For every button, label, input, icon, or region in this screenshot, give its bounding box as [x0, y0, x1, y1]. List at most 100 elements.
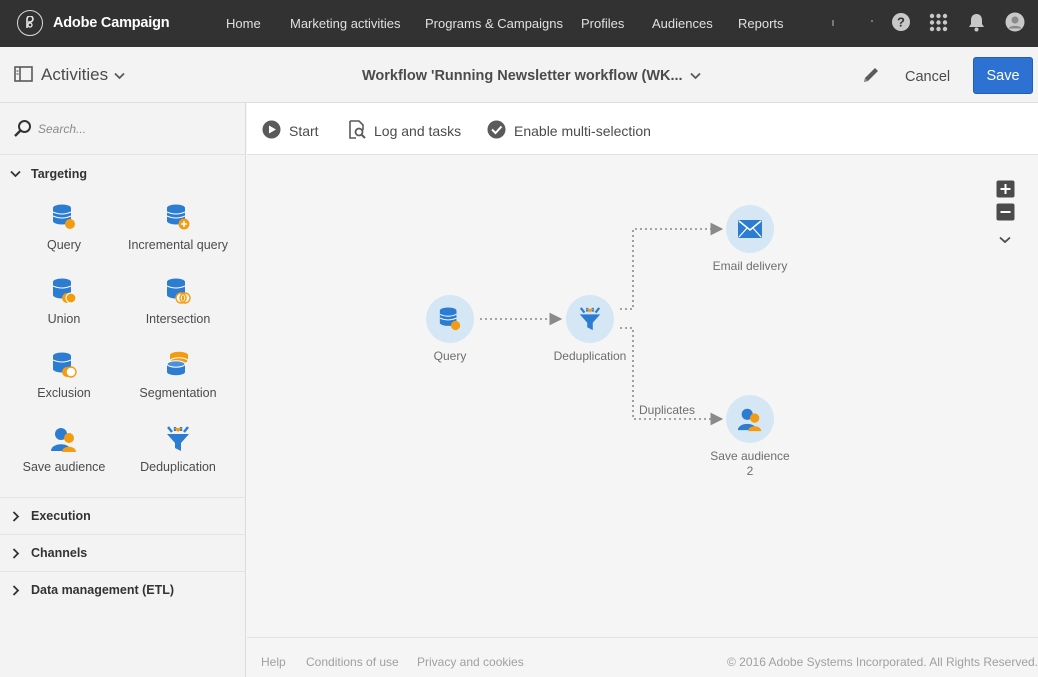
activity-query[interactable]: Query: [7, 201, 121, 252]
check-circle-icon: [487, 120, 506, 142]
footer: Help Conditions of use Privacy and cooki…: [247, 637, 1038, 677]
activity-label: Deduplication: [140, 460, 216, 474]
user-avatar-icon[interactable]: [1005, 12, 1025, 35]
chevron-right-icon: [0, 547, 31, 559]
cancel-button[interactable]: Cancel: [905, 69, 951, 85]
activity-intersection[interactable]: Intersection: [121, 275, 235, 326]
activity-union[interactable]: Union: [7, 275, 121, 326]
section-title: Data management (ETL): [31, 583, 175, 597]
intersection-icon: [121, 275, 235, 305]
activity-exclusion[interactable]: Exclusion: [7, 349, 121, 400]
union-icon: [7, 275, 121, 305]
footer-privacy-link[interactable]: Privacy and cookies: [417, 655, 524, 669]
nav-audiences[interactable]: Audiences: [652, 16, 713, 31]
activity-label: Exclusion: [37, 386, 91, 400]
zoom-out-icon[interactable]: [996, 203, 1015, 224]
activity-label: Intersection: [145, 312, 211, 326]
activities-sidebar: Search... Targeting Query Incremental qu…: [0, 103, 246, 677]
workflow-canvas[interactable]: Duplicates Query Deduplication Email del…: [247, 155, 1038, 637]
node-label-line: 2: [746, 464, 754, 478]
edge-label-duplicates: Duplicates: [639, 403, 696, 417]
activities-label: Activities: [41, 65, 109, 84]
deduplication-icon: [121, 423, 235, 453]
edge-dedup-to-email: [620, 222, 724, 310]
footer-help-link[interactable]: Help: [261, 655, 286, 669]
log-and-tasks-button[interactable]: Log and tasks: [348, 120, 461, 142]
multi-selection-label: Enable multi-selection: [514, 123, 651, 139]
workflow-header: Activities Workflow 'Running Newsletter …: [0, 47, 1038, 103]
node-save-audience[interactable]: Save audience 2: [690, 395, 810, 479]
segmentation-icon: [121, 349, 235, 379]
nav-separator-dot: [871, 20, 873, 22]
chevron-down-icon: [0, 170, 31, 178]
play-icon: [262, 120, 281, 142]
activity-label: Segmentation: [139, 386, 217, 400]
help-icon[interactable]: ?: [891, 12, 911, 35]
activity-label: Query: [46, 238, 82, 252]
multi-selection-button[interactable]: Enable multi-selection: [487, 120, 651, 142]
activity-incremental-query[interactable]: Incremental query: [121, 201, 235, 252]
exclusion-icon: [7, 349, 121, 379]
nav-programs-campaigns[interactable]: Programs & Campaigns: [425, 16, 563, 31]
footer-conditions-link[interactable]: Conditions of use: [306, 655, 399, 669]
section-execution[interactable]: Execution: [0, 497, 245, 534]
search-icon: [13, 119, 32, 141]
search-box[interactable]: Search...: [0, 103, 245, 155]
workflow-title[interactable]: Workflow 'Running Newsletter workflow (W…: [362, 68, 701, 84]
section-title: Targeting: [31, 166, 88, 181]
pencil-icon[interactable]: [861, 65, 881, 88]
chevron-down-icon[interactable]: [999, 231, 1011, 247]
adobe-campaign-logo-icon: [17, 10, 43, 36]
footer-copyright: © 2016 Adobe Systems Incorporated. All R…: [727, 655, 1038, 669]
node-label: Deduplication: [553, 349, 627, 363]
query-icon: [7, 201, 121, 231]
node-query[interactable]: Query: [390, 295, 510, 364]
nav-home[interactable]: Home: [226, 16, 261, 31]
section-title: Execution: [31, 509, 91, 523]
envelope-icon: [726, 205, 774, 253]
apps-grid-icon[interactable]: [929, 13, 948, 35]
search-input[interactable]: Search...: [38, 122, 87, 136]
node-email-delivery[interactable]: Email delivery: [690, 205, 810, 274]
deduplication-icon: [566, 295, 614, 343]
chevron-right-icon: [0, 510, 31, 522]
nav-marketing-activities[interactable]: Marketing activities: [290, 16, 401, 31]
section-targeting[interactable]: Targeting: [0, 155, 245, 192]
node-label-line: Save audience: [710, 449, 790, 463]
section-data-management[interactable]: Data management (ETL): [0, 571, 245, 608]
zoom-in-icon[interactable]: [996, 180, 1015, 201]
node-label: Email delivery: [712, 259, 788, 273]
start-button[interactable]: Start: [262, 120, 319, 142]
section-title: Channels: [31, 546, 88, 560]
nav-separator-dot: [832, 20, 834, 26]
panel-icon: [14, 65, 33, 85]
activity-segmentation[interactable]: Segmentation: [121, 349, 235, 400]
workflow-connectors: [480, 222, 724, 426]
node-deduplication[interactable]: Deduplication: [530, 295, 650, 364]
activities-panel-toggle[interactable]: Activities: [14, 65, 125, 85]
brand[interactable]: Adobe Campaign: [17, 10, 170, 36]
activity-label: Union: [47, 312, 81, 326]
save-audience-icon: [7, 423, 121, 453]
top-navigation-bar: Adobe Campaign Home Marketing activities…: [0, 0, 1038, 47]
log-search-icon: [348, 120, 366, 142]
edge-dedup-to-save-audience: [620, 327, 724, 426]
chevron-down-icon: [689, 68, 701, 84]
activity-deduplication[interactable]: Deduplication: [121, 423, 235, 474]
activity-label: Incremental query: [127, 238, 229, 252]
log-label: Log and tasks: [374, 123, 462, 139]
node-label: Query: [433, 349, 467, 363]
chevron-right-icon: [0, 584, 31, 596]
workflow-toolbar: Start Log and tasks Enable multi-selecti…: [247, 103, 1038, 155]
save-button[interactable]: Save: [973, 57, 1033, 94]
bell-icon[interactable]: [968, 13, 985, 35]
nav-profiles[interactable]: Profiles: [581, 16, 625, 31]
node-label: Save audience 2: [690, 449, 810, 479]
activity-label: Save audience: [22, 460, 106, 474]
activity-save-audience[interactable]: Save audience: [7, 423, 121, 474]
query-icon: [426, 295, 474, 343]
nav-reports[interactable]: Reports: [738, 16, 784, 31]
section-channels[interactable]: Channels: [0, 534, 245, 571]
brand-title: Adobe Campaign: [53, 15, 170, 31]
workflow-title-text: Workflow 'Running Newsletter workflow (W…: [362, 68, 683, 84]
